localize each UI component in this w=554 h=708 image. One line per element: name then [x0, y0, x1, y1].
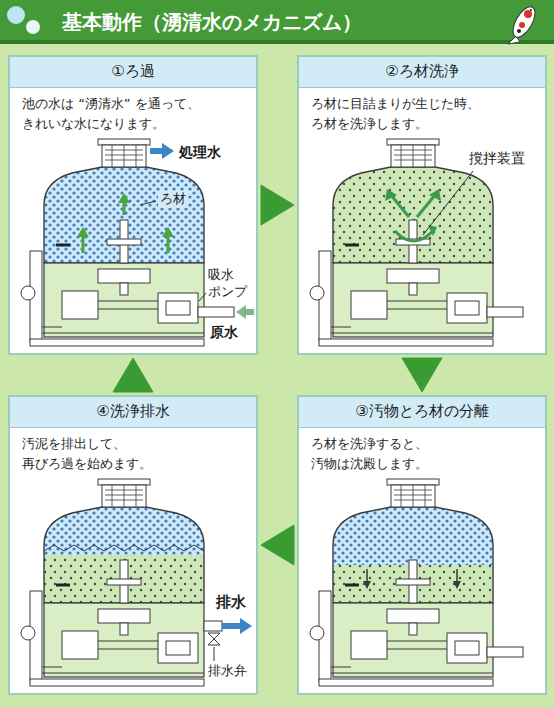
tank-filtering [198, 307, 234, 317]
tank-filtering [44, 167, 204, 263]
tank-draining [98, 479, 150, 507]
tank-draining [38, 500, 210, 555]
tank-settling [310, 591, 493, 686]
tank-washing [385, 189, 397, 201]
tank-filtering [118, 193, 130, 203]
step-description: 池の水は “湧清水” を通って、 きれいな水になります。 [10, 88, 256, 142]
part-label: 排水 [216, 593, 246, 613]
tank-settling [297, 395, 547, 695]
tank-filtering [83, 202, 168, 253]
flow-arrow [261, 185, 294, 225]
tank-washing [391, 195, 435, 241]
tank-settling [363, 581, 371, 589]
tank-draining [38, 500, 210, 610]
flow-arrow [261, 525, 294, 565]
tank-filtering [236, 305, 246, 319]
part-label: 原水 [210, 323, 238, 341]
tank-filtering [162, 143, 174, 159]
title-band [0, 0, 554, 44]
koi-icon [530, 9, 532, 11]
flow-arrow [113, 358, 153, 392]
step-heading: ②ろ材洗浄 [299, 57, 545, 88]
tank-draining [38, 555, 210, 610]
tank-settling [387, 479, 439, 507]
process-panel: ④洗浄排水汚泥を排出して、 再びろ過を始めます。 [8, 395, 258, 695]
step-heading: ①ろ過 [10, 57, 256, 88]
tank-filtering [98, 139, 150, 167]
step-heading: ③汚物とろ材の分離 [299, 397, 545, 428]
part-label: 吸水 ポンプ [208, 267, 250, 301]
koi-icon [508, 3, 539, 44]
tank-washing [487, 307, 523, 317]
tank-washing [297, 55, 547, 355]
tank-draining [8, 395, 258, 695]
tank-draining [214, 647, 215, 661]
koi-icon [519, 22, 525, 28]
process-panel: ②ろ材洗浄ろ材に目詰まりが生じた時、 ろ材を洗浄します。 [297, 55, 547, 355]
part-label: ろ材 [158, 191, 188, 208]
tank-washing [327, 160, 499, 270]
step-description: ろ材を洗浄すると、 汚物は沈殿します。 [299, 428, 545, 482]
tank-draining [8, 395, 258, 695]
tank-washing [423, 171, 473, 235]
tank-filtering [140, 201, 206, 301]
tank-draining [204, 621, 222, 631]
tank-settling [453, 581, 461, 589]
koi-icon [524, 10, 532, 18]
tank-filtering [77, 227, 89, 237]
tank-filtering [8, 55, 258, 355]
part-label: 撹拌装置 [469, 149, 525, 167]
title-band [0, 0, 554, 44]
tank-settling [487, 647, 523, 657]
tank-filtering [21, 251, 204, 346]
tank-settling [297, 395, 547, 695]
tank-settling [367, 569, 457, 583]
tank-settling [345, 560, 430, 603]
step-heading: ④洗浄排水 [10, 397, 256, 428]
tank-washing [387, 139, 439, 167]
tank-draining [44, 545, 204, 551]
flow-arrow [402, 358, 442, 392]
tank-settling [333, 507, 493, 603]
part-label: 処理水 [179, 143, 221, 161]
tank-draining [56, 560, 141, 603]
tank-washing [310, 251, 493, 346]
step-description: 汚泥を排出して、 再びろ過を始めます。 [10, 428, 256, 482]
title-band [26, 20, 40, 34]
tank-filtering [56, 220, 141, 263]
part-label: 排水弁 [208, 663, 247, 680]
tank-settling [327, 500, 499, 565]
title-band [7, 6, 25, 24]
tank-washing [327, 160, 499, 270]
tank-draining [21, 591, 204, 686]
koi-icon [517, 29, 521, 33]
tank-filtering [8, 55, 258, 355]
tank-washing [297, 55, 547, 355]
tank-washing [333, 167, 493, 263]
diagram-title: 基本動作（湧清水のメカニズム） [62, 9, 362, 35]
tank-filtering [38, 160, 210, 270]
process-panel: ①ろ過池の水は “湧清水” を通って、 きれいな水になります。 [8, 55, 258, 355]
tank-filtering [162, 227, 174, 237]
koi-icon [509, 3, 540, 40]
tank-draining [208, 633, 220, 645]
step-description: ろ材に目詰まりが生じた時、 ろ材を洗浄します。 [299, 88, 545, 142]
title-band [0, 40, 554, 44]
tank-draining [222, 623, 242, 629]
tank-draining [240, 618, 252, 634]
tank-draining [44, 507, 204, 603]
tank-washing [429, 189, 441, 201]
tank-filtering [150, 148, 164, 154]
process-panel: ③汚物とろ材の分離ろ材を洗浄すると、 汚物は沈殿します。 [297, 395, 547, 695]
tank-settling [327, 500, 499, 610]
tank-filtering [38, 160, 210, 270]
